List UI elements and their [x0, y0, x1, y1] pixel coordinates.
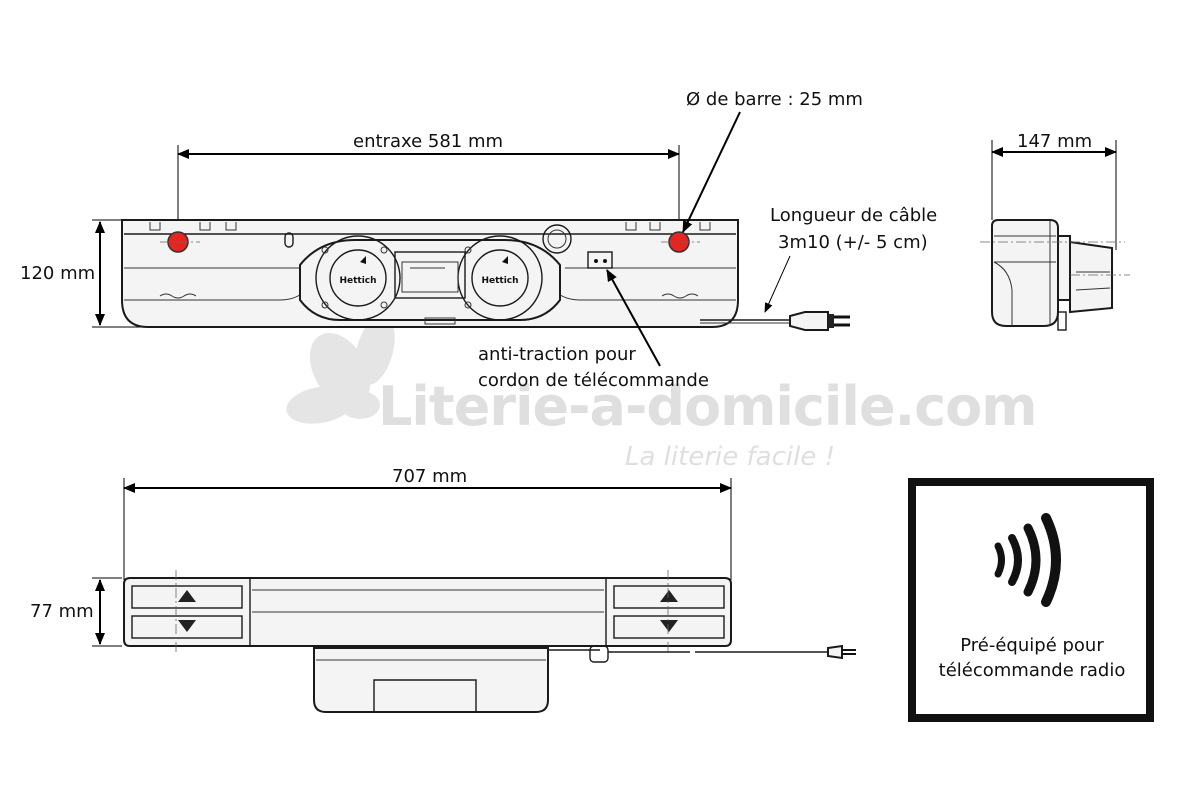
radio-remote-box: Pré-équipé pour télécommande radio	[908, 478, 1154, 722]
strain-relief-line1: anti-traction pour	[478, 344, 636, 365]
power-plug-icon	[789, 311, 850, 331]
watermark: Literie-a-domicile.com La literie facile…	[286, 314, 1037, 472]
height-front-label: 120 mm	[20, 263, 95, 284]
left-motor-brand: Hettich	[339, 276, 376, 286]
left-motor-disc: Hettich	[315, 235, 401, 321]
entraxe-label: entraxe 581 mm	[353, 131, 503, 152]
bar-diameter-callout: Ø de barre : 25 mm	[682, 89, 863, 233]
radio-wave-icon	[994, 513, 1061, 607]
side-view: 147 mm	[980, 131, 1130, 331]
right-down-button	[613, 615, 725, 639]
radio-box-line1: Pré-équipé pour	[960, 635, 1104, 656]
strain-relief-clip	[587, 251, 613, 269]
cable-length-line2: 3m10 (+/- 5 cm)	[778, 232, 928, 253]
watermark-slogan: La literie facile !	[625, 442, 835, 472]
depth-side-label: 147 mm	[1017, 131, 1092, 152]
watermark-leaf-icon	[286, 314, 395, 424]
strain-relief-line2: cordon de télécommande	[478, 370, 709, 391]
strain-relief-callout: anti-traction pour cordon de télécommand…	[478, 269, 709, 391]
width-top-label: 707 mm	[392, 466, 467, 487]
cable-clip	[589, 645, 609, 663]
top-plug-icon	[827, 644, 856, 660]
right-up-button	[613, 585, 725, 609]
height-top-label: 77 mm	[30, 601, 94, 622]
front-view: entraxe 581 mm 120 mm Hettich	[20, 131, 850, 331]
cable-length-callout: Longueur de câble 3m10 (+/- 5 cm)	[764, 205, 937, 313]
left-up-button	[131, 585, 243, 609]
bar-diameter-label: Ø de barre : 25 mm	[686, 89, 863, 110]
right-motor-brand: Hettich	[481, 276, 518, 286]
left-down-button	[131, 615, 243, 639]
cable-length-line1: Longueur de câble	[770, 205, 937, 226]
radio-box-line2: télécommande radio	[939, 660, 1126, 681]
watermark-name: Literie-a-domicile.com	[378, 375, 1036, 438]
top-view: 707 mm 77 mm	[30, 466, 856, 713]
